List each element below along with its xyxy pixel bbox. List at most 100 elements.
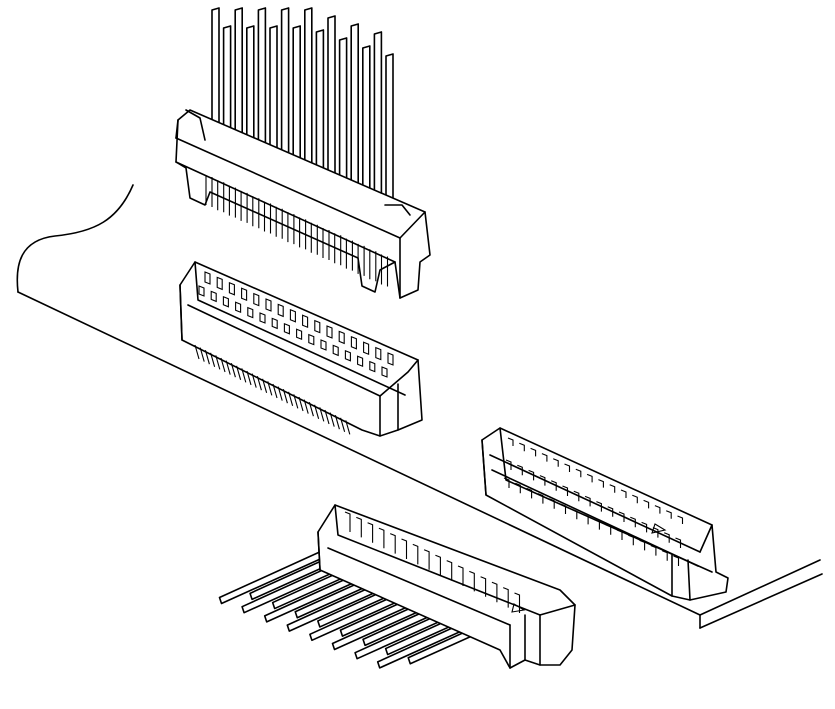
cable-connector-horizontal <box>218 504 576 669</box>
receptacle-left-contact <box>350 335 357 350</box>
vertical-wire <box>280 7 290 170</box>
horizontal-rib <box>457 565 464 586</box>
vertical-slot <box>217 180 225 213</box>
vertical-wire <box>362 45 371 206</box>
receptacle-left-lead <box>199 347 205 362</box>
receptacle-right-contact <box>575 468 582 478</box>
receptacle-left-contact <box>198 285 205 297</box>
receptacle-right-contact <box>552 458 559 467</box>
receptacle-left-contact <box>241 287 248 302</box>
receptacle-left-contact <box>369 360 376 373</box>
vertical-wire <box>385 53 394 216</box>
receptacle-left-contact <box>381 366 388 378</box>
receptacle-left-contact <box>375 346 382 361</box>
receptacle-left-lead <box>277 386 283 401</box>
vertical-wire <box>304 7 313 180</box>
receptacle-left-lead <box>334 415 340 430</box>
receptacle-right-contact <box>618 511 625 522</box>
receptacle-left-contact <box>222 295 229 308</box>
receptacle-left-contact <box>289 308 296 323</box>
receptacle-right-contact <box>643 499 650 509</box>
receptacle-left-lead <box>267 381 273 396</box>
receptacle-left-lead <box>345 420 351 435</box>
horizontal-rib <box>446 560 453 581</box>
vertical-wire <box>234 7 243 149</box>
pcb-board <box>16 184 823 629</box>
horizontal-wire <box>218 544 339 605</box>
horizontal-rib <box>469 570 475 592</box>
vertical-wire <box>269 25 278 164</box>
receptacle-left-lead <box>293 394 299 409</box>
receptacle-left-contact <box>344 349 351 362</box>
board-right-edge-lower <box>699 573 823 629</box>
receptacle-right-contact <box>641 521 648 533</box>
horizontal-rib <box>401 538 408 559</box>
cable-connector-vertical <box>175 7 431 299</box>
receptacle-left-contact <box>283 322 290 335</box>
receptacle-right-contact <box>677 515 684 524</box>
receptacle-right-contact <box>628 534 634 546</box>
receptacle-left-lead <box>215 355 221 370</box>
vertical-slot <box>299 217 307 250</box>
receptacle-right-contact <box>605 524 612 535</box>
horizontal-housing-ribs <box>344 511 521 613</box>
vertical-slot <box>263 201 272 234</box>
receptacle-left-lead <box>340 417 346 432</box>
vertical-slot <box>228 185 236 218</box>
receptacle-left-lead <box>236 365 242 380</box>
receptacle-right-contact <box>654 505 661 514</box>
horizontal-rib <box>367 522 374 543</box>
polarity-triangle <box>651 523 667 534</box>
receptacle-left-lead <box>308 402 314 417</box>
vertical-slot <box>275 206 283 239</box>
receptacle-right-contact <box>673 555 680 566</box>
vertical-slot <box>252 196 260 229</box>
receptacle-left-lead <box>225 360 231 375</box>
receptacle-left-lead <box>324 409 330 425</box>
receptacle-left-lead <box>282 389 288 404</box>
receptacle-left-contact <box>296 328 303 341</box>
receptacle-right-contact <box>515 482 521 494</box>
vertical-wire <box>373 31 383 211</box>
receptacle-right-contact <box>609 484 616 493</box>
horizontal-rib <box>514 592 521 613</box>
vertical-wires <box>211 7 394 216</box>
receptacle-left-contact <box>235 301 242 314</box>
receptacle-left-lead <box>230 363 236 378</box>
vertical-contact-slots <box>205 175 389 287</box>
receptacle-left-body <box>179 261 423 437</box>
receptacle-left-lead <box>262 378 268 393</box>
receptacle-right-contact <box>507 437 514 446</box>
horizontal-rib <box>480 576 487 597</box>
vertical-housing <box>175 109 431 299</box>
vertical-wire <box>246 25 255 154</box>
vertical-slot <box>310 222 318 255</box>
receptacle-right-contact <box>528 469 535 481</box>
receptacle-right-contact <box>550 480 557 491</box>
receptacle-left-lead <box>246 370 252 386</box>
horizontal-rib <box>435 554 441 576</box>
receptacle-left-contact <box>387 352 394 366</box>
receptacle-left-contact <box>302 314 309 329</box>
board-cut-edge-left <box>16 184 134 293</box>
receptacle-left-leads <box>194 344 351 435</box>
receptacle-left-lead <box>288 391 294 406</box>
receptacle-right-contact <box>548 498 555 509</box>
horizontal-rib <box>389 533 396 554</box>
receptacle-right-contact <box>598 479 604 488</box>
vertical-wire <box>338 37 348 196</box>
horizontal-rib <box>378 527 385 549</box>
receptacle-left-contact <box>210 290 217 303</box>
horizontal-rib <box>412 543 419 565</box>
receptacle-left-contact <box>363 341 370 356</box>
vertical-slot <box>369 249 377 282</box>
receptacle-left-lead <box>303 399 309 414</box>
receptacle-right-contact <box>630 516 636 528</box>
receptacle-left-contact <box>247 306 254 319</box>
receptacle-right-contact <box>665 510 672 519</box>
receptacle-left-lead <box>210 352 216 367</box>
receptacle-right-contact <box>586 473 593 483</box>
receptacle-left-lead <box>241 368 247 383</box>
horizontal-rib <box>491 581 498 603</box>
